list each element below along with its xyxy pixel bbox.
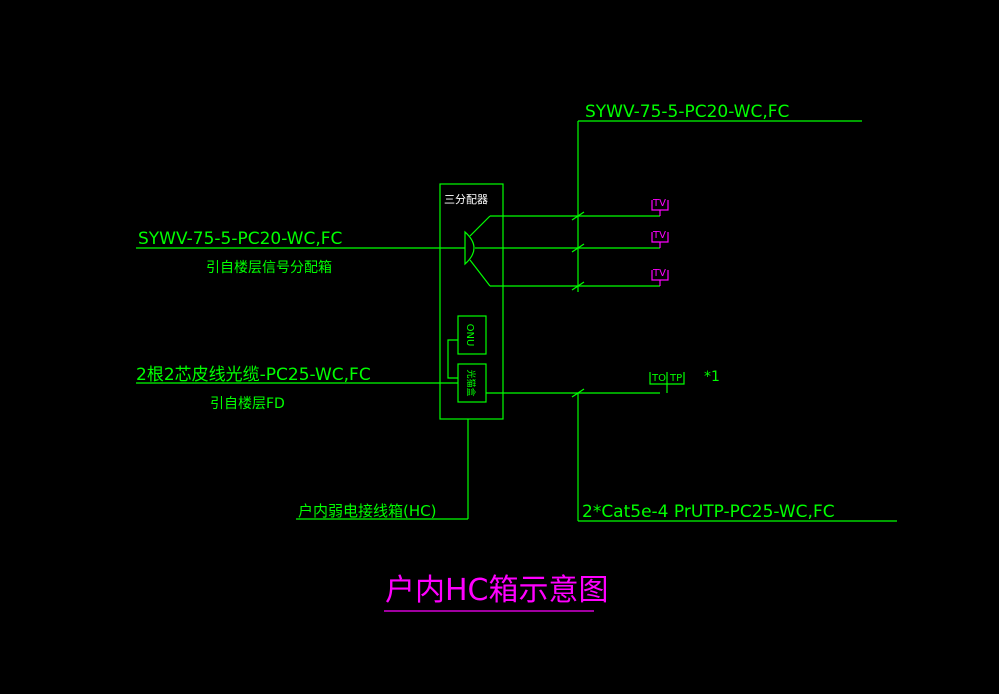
data-out-cable-label: 2*Cat5e-4 PrUTP-PC25-WC,FC (582, 502, 835, 522)
data-outlet-note: *1 (704, 369, 720, 385)
tv-outlet-3-label: TV (652, 268, 666, 279)
tv-outlet-3: TV (651, 268, 669, 286)
splitter-out-diag-1 (469, 215, 491, 237)
tv-out-cable-label: SYWV-75-5-PC20-WC,FC (585, 102, 789, 122)
onu-label: ONU (464, 324, 475, 347)
trunk-tick-1 (571, 211, 585, 221)
diagram-title: 户内HC箱示意图 (385, 573, 609, 608)
data-outlet: TO TP (649, 372, 685, 393)
onu-router-link (447, 339, 458, 379)
hc-enclosure (439, 183, 504, 420)
splitter-label: 三分配器 (444, 193, 488, 206)
tv-input-source-label: 引自楼层信号分配箱 (206, 260, 332, 276)
data-trunk-tick (571, 388, 585, 398)
tv-outlet-1-label: TV (652, 198, 666, 209)
tv-outlet-2: TV (651, 230, 669, 248)
tv-input-cable-label: SYWV-75-5-PC20-WC,FC (138, 229, 342, 249)
router-label: 光猫盒 (465, 369, 477, 396)
hc-box-label: 户内弱电接线箱(HC) (298, 502, 436, 520)
trunk-tick-2 (571, 243, 585, 253)
onu-box (457, 315, 487, 355)
splitter-symbol (464, 230, 475, 266)
tv-outlet-2-label: TV (652, 230, 666, 241)
data-outlet-to-label: TO (651, 373, 666, 384)
tv-outlet-1: TV (651, 198, 669, 216)
fiber-input-cable-label: 2根2芯皮线光缆-PC25-WC,FC (136, 365, 371, 385)
data-outlet-tp-label: TP (669, 373, 682, 384)
splitter-out-diag-3 (469, 259, 491, 287)
fiber-input-source-label: 引自楼层FD (210, 396, 285, 412)
trunk-tick-3 (571, 281, 585, 291)
